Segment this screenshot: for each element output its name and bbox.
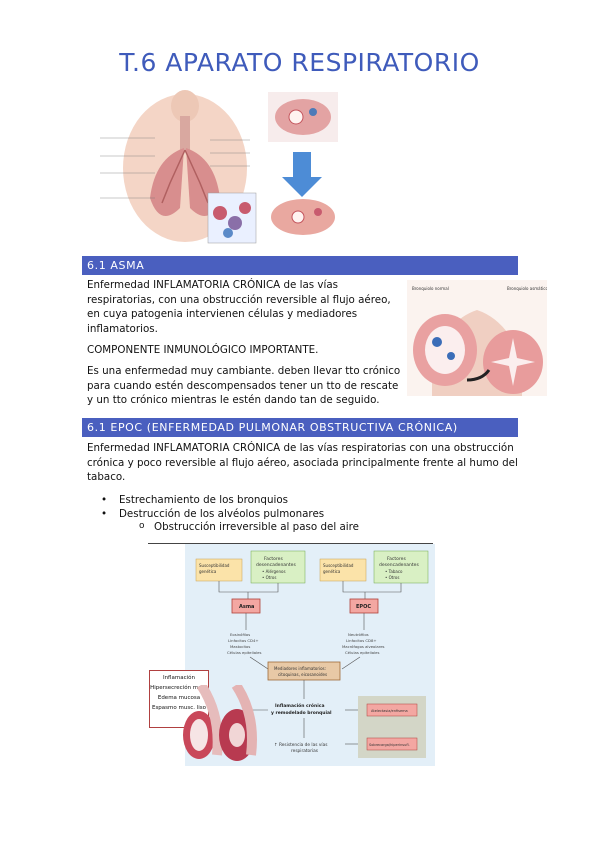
asma-box-label: Asma bbox=[239, 604, 254, 610]
svg-text:y remodelado bronquial: y remodelado bronquial bbox=[271, 710, 332, 716]
svg-text:• Alérgenos: • Alérgenos bbox=[262, 569, 286, 574]
svg-text:• Otros: • Otros bbox=[385, 575, 399, 580]
svg-text:Mediadores inflamatorios:: Mediadores inflamatorios: bbox=[274, 666, 326, 671]
svg-text:Células epiteliales: Células epiteliales bbox=[227, 650, 261, 655]
legend-item-edema: Edema mucosa bbox=[157, 695, 201, 701]
bullet-item: Destrucción de los alvéolos pulmonares bbox=[81, 508, 521, 522]
epoc-paragraph-1: Enfermedad INFLAMATORIA CRÓNICA de las v… bbox=[87, 442, 518, 483]
svg-text:Linfocitos CD8+: Linfocitos CD8+ bbox=[346, 638, 377, 643]
svg-text:Mastocitos: Mastocitos bbox=[230, 644, 250, 649]
mediators-box bbox=[267, 661, 341, 681]
triggers-box-right bbox=[373, 550, 429, 584]
asma-paragraph-3: Es una enfermedad muy cambiante. deben l… bbox=[87, 365, 401, 406]
svg-text:Atelectasia/enfisema: Atelectasia/enfisema bbox=[371, 709, 408, 713]
svg-text:Sobrecarga/hiperinsufl.: Sobrecarga/hiperinsufl. bbox=[369, 743, 410, 747]
svg-text:Neutrófilos: Neutrófilos bbox=[348, 632, 369, 637]
svg-text:Factores: Factores bbox=[264, 556, 283, 562]
svg-text:desencadenantes: desencadenantes bbox=[379, 562, 419, 568]
bronchial-tube-illustration bbox=[183, 685, 257, 761]
svg-text:• Tabaco: • Tabaco bbox=[385, 569, 403, 574]
svg-text:Células epiteliales: Células epiteliales bbox=[345, 650, 379, 655]
epoc-bullet-list: Estrechamiento de los bronquios Destrucc… bbox=[81, 494, 521, 521]
svg-text:Susceptibilidad: Susceptibilidad bbox=[323, 563, 354, 568]
triggers-box-left bbox=[250, 550, 306, 584]
svg-text:Eosinófilos: Eosinófilos bbox=[230, 632, 250, 637]
epoc-box-label: EPOC bbox=[356, 604, 371, 610]
svg-text:desencadenantes: desencadenantes bbox=[256, 562, 296, 568]
diagram-top-rule bbox=[148, 543, 433, 544]
svg-text:• Otros: • Otros bbox=[262, 575, 276, 580]
svg-text:genética: genética bbox=[199, 569, 217, 574]
susceptibility-label-left: Susceptibilidad bbox=[199, 563, 230, 568]
legend-item-mucus: Hipersecreción moco bbox=[150, 685, 208, 691]
svg-text:Factores: Factores bbox=[387, 556, 406, 562]
page-title: T.6 APARATO RESPIRATORIO bbox=[119, 48, 480, 77]
bullet-item: Estrechamiento de los bronquios bbox=[81, 494, 521, 508]
svg-text:Bronquiolo normal: Bronquiolo normal bbox=[412, 286, 449, 291]
asma-paragraph-1: Enfermedad INFLAMATORIA CRÓNICA de las v… bbox=[87, 279, 391, 335]
section-header-asma: 6.1 ASMA bbox=[82, 256, 518, 275]
section-header-epoc: 6.1 EPOC (ENFERMEDAD PULMONAR OBSTRUCTIV… bbox=[82, 418, 518, 437]
svg-text:Macrófagos alveolares: Macrófagos alveolares bbox=[342, 644, 385, 649]
svg-text:Bronquiolo asmático: Bronquiolo asmático bbox=[507, 286, 547, 291]
asthma-airway-illustration: Bronquiolo normal Bronquiolo asmático bbox=[407, 280, 547, 396]
svg-text:citoquinas, eicosanoides: citoquinas, eicosanoides bbox=[278, 672, 327, 677]
svg-text:genética: genética bbox=[323, 569, 341, 574]
legend-item-inflammation: Inflamación bbox=[162, 675, 196, 681]
bronchiole-illustration bbox=[268, 92, 338, 235]
resistance-label: ↑ Resistencia de las vías bbox=[274, 741, 328, 748]
asma-paragraph-2: COMPONENTE INMUNOLÓGICO IMPORTANTE. bbox=[87, 344, 319, 356]
svg-text:Linfocitos CD4+: Linfocitos CD4+ bbox=[228, 638, 259, 643]
lungs-illustration bbox=[100, 90, 257, 244]
svg-text:respiratorias: respiratorias bbox=[291, 748, 319, 754]
legend-item-spasm: Espasmo musc. liso bbox=[151, 705, 207, 711]
sub-bullet-item: Obstrucción irreversible al paso del air… bbox=[81, 519, 594, 534]
inflammation-label: Inflamación crónica bbox=[275, 702, 324, 709]
